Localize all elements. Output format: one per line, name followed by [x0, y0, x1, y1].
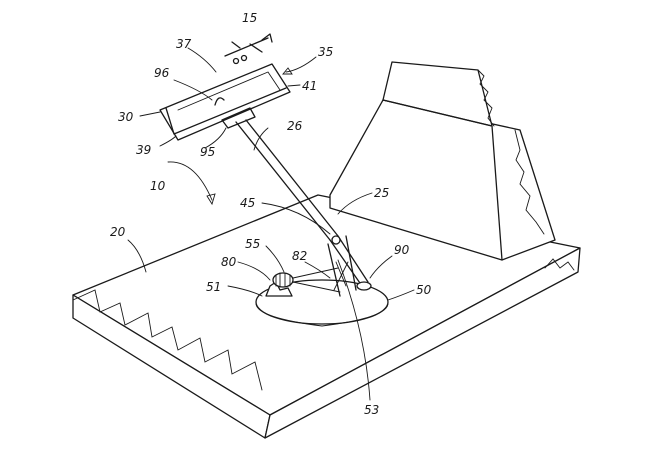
label-80: 80 — [221, 255, 237, 269]
label-26: 26 — [287, 119, 303, 133]
mast-pole — [235, 119, 372, 297]
label-96: 96 — [154, 66, 170, 80]
reference-numerals: 15 37 35 96 41 30 26 39 95 10 45 25 20 5… — [110, 11, 432, 417]
winch — [265, 267, 341, 297]
label-10: 10 — [150, 179, 166, 193]
leader-lines — [127, 47, 415, 401]
label-55: 55 — [245, 237, 260, 251]
label-95: 95 — [200, 145, 215, 159]
label-15: 15 — [242, 11, 257, 25]
label-90: 90 — [394, 243, 410, 257]
label-51: 51 — [206, 280, 221, 294]
label-39: 39 — [136, 143, 151, 157]
label-37: 37 — [176, 37, 192, 51]
building — [329, 61, 556, 261]
label-30: 30 — [118, 110, 134, 124]
label-82: 82 — [292, 249, 307, 263]
label-35: 35 — [318, 45, 333, 59]
label-20: 20 — [110, 225, 126, 239]
label-25: 25 — [374, 186, 389, 200]
tray-assembly — [159, 63, 291, 141]
label-50: 50 — [416, 283, 432, 297]
label-41: 41 — [302, 79, 317, 93]
label-45: 45 — [240, 196, 255, 210]
label-53: 53 — [364, 403, 379, 417]
aircraft-icon — [224, 33, 273, 65]
